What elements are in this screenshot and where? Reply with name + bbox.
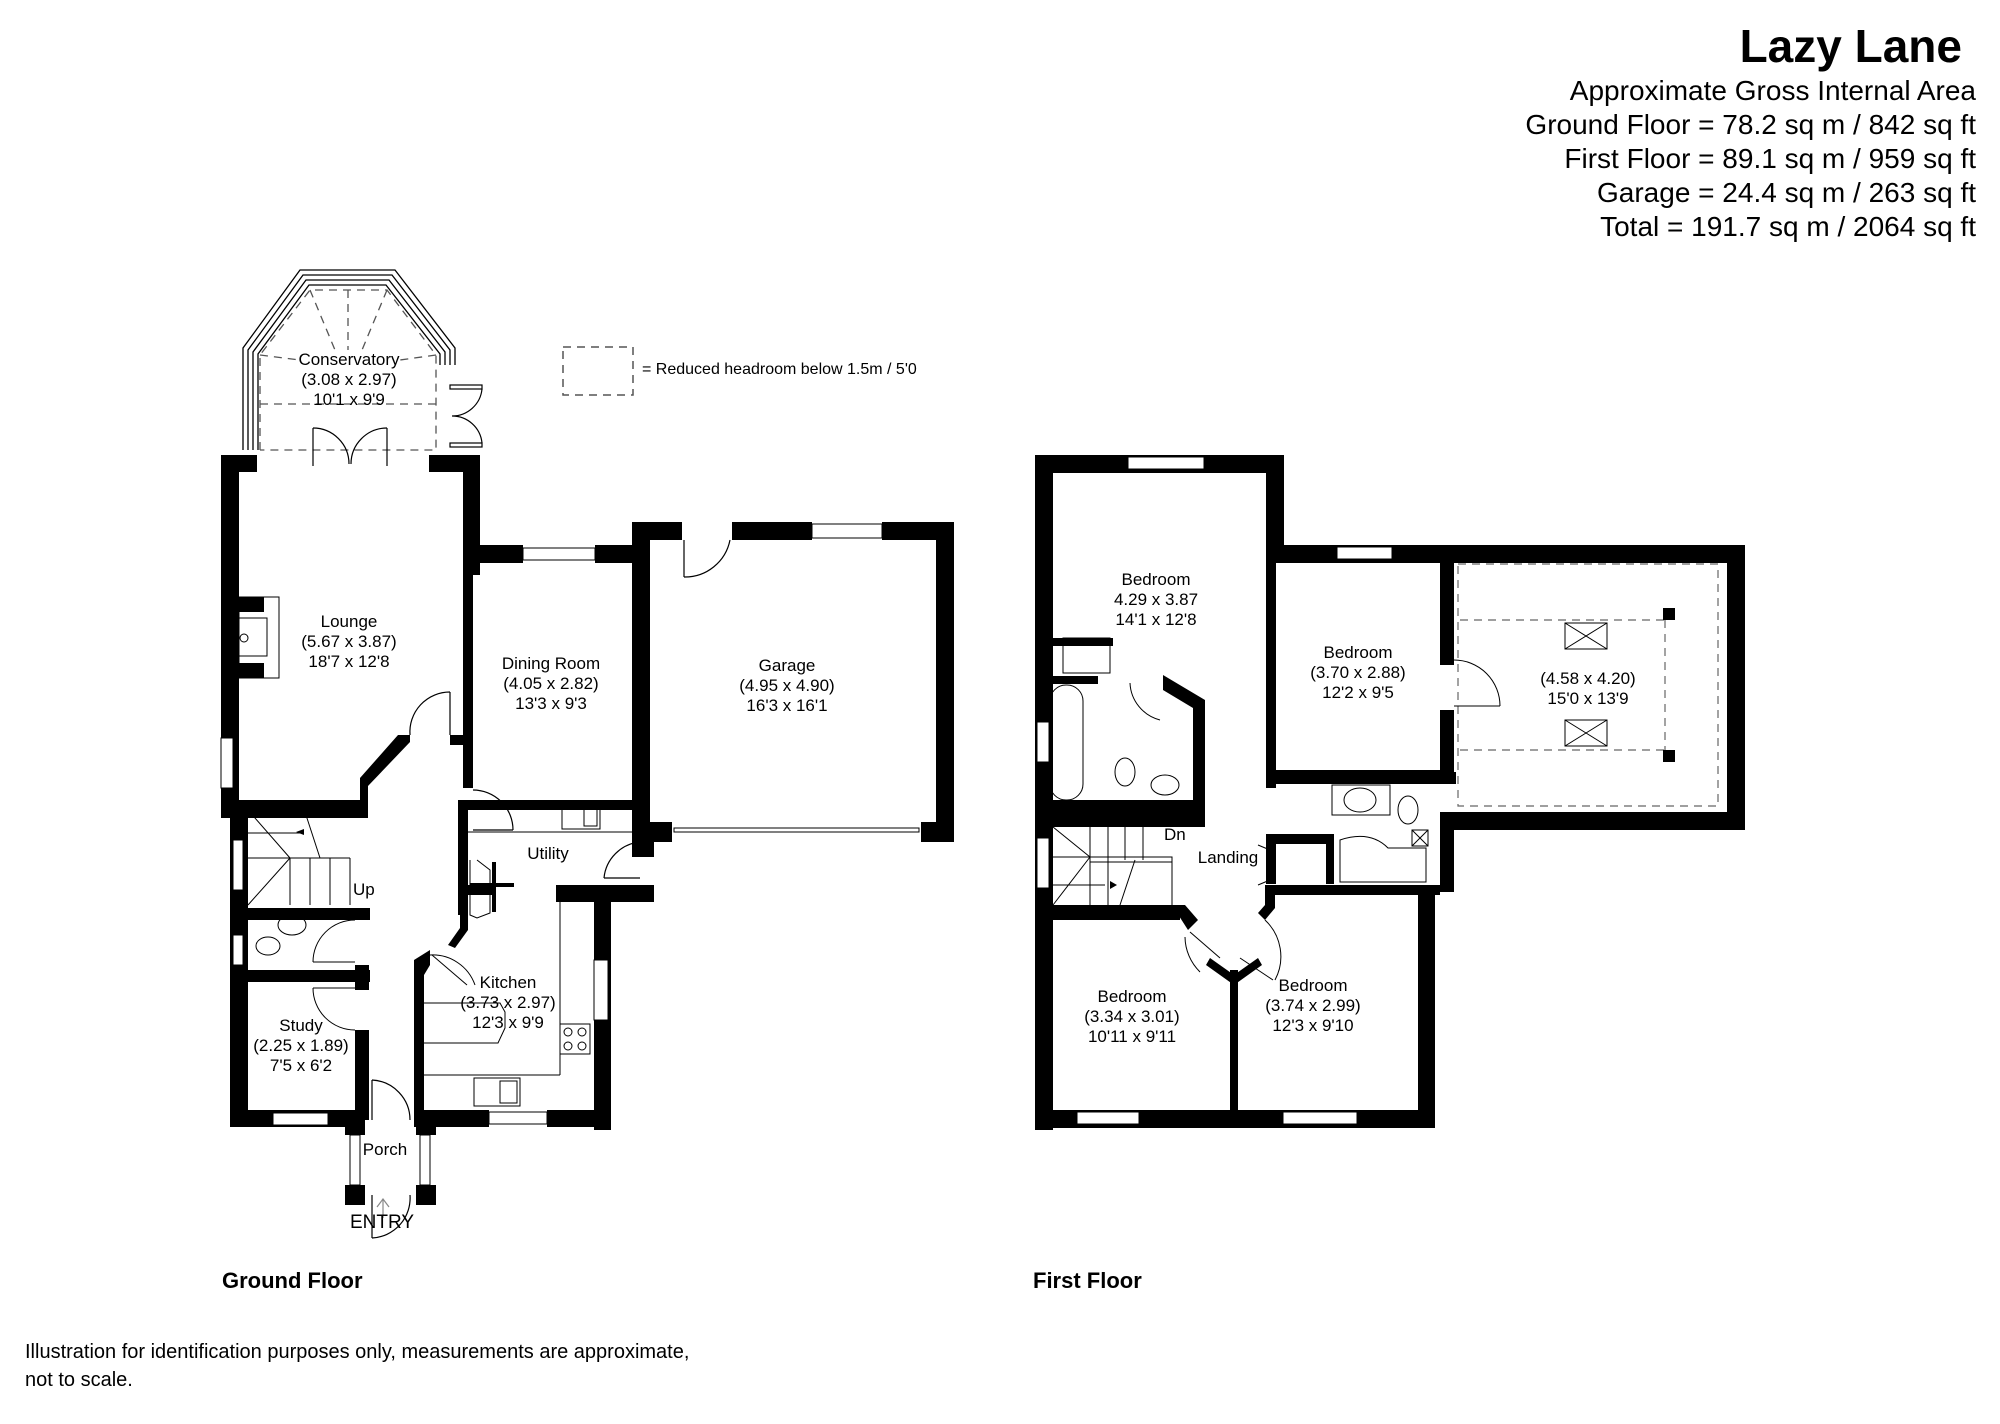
room-name: Bedroom [1121, 570, 1191, 589]
room-kitchen: Kitchen (3.73 x 2.97) 12'3 x 9'9 [460, 973, 555, 1033]
room-metric: (3.70 x 2.88) [1310, 663, 1406, 682]
disclaimer-line-1: Illustration for identification purposes… [25, 1341, 690, 1363]
legend-text: = Reduced headroom below 1.5m / 5'0 [642, 361, 917, 378]
room-loft: (4.58 x 4.20) 15'0 x 13'9 [1540, 669, 1635, 709]
room-name: Garage [758, 656, 816, 675]
room-metric: (4.95 x 4.90) [739, 676, 835, 695]
stairs-up-label: Up [353, 880, 375, 899]
room-metric: 4.29 x 3.87 [1113, 590, 1199, 609]
room-metric: (3.73 x 2.97) [460, 993, 556, 1012]
room-imperial: 10'11 x 9'11 [1087, 1027, 1177, 1046]
room-imperial: 12'3 x 9'9 [472, 1013, 544, 1032]
room-utility: Utility [527, 844, 569, 864]
room-landing: Landing [1198, 848, 1259, 868]
room-metric: (3.74 x 2.99) [1265, 996, 1361, 1015]
room-name: Porch [362, 1140, 408, 1159]
room-imperial: 7'5 x 6'2 [269, 1056, 333, 1075]
room-bedroom-3: Bedroom (3.34 x 3.01) 10'11 x 9'11 [1084, 987, 1179, 1047]
conservatory-side-door [449, 384, 483, 448]
room-metric: (4.05 x 2.82) [503, 674, 599, 693]
room-imperial: 15'0 x 13'9 [1547, 689, 1629, 708]
room-name: Landing [1197, 848, 1259, 867]
conservatory-reduced-headroom [259, 289, 437, 451]
room-bedroom-4: Bedroom (3.74 x 2.99) 12'3 x 9'10 [1265, 976, 1360, 1036]
room-imperial: 13'3 x 9'3 [515, 694, 587, 713]
header: Lazy Lane Approximate Gross Internal Are… [1525, 18, 1976, 244]
room-name: Utility [527, 844, 569, 863]
area-total: Total = 191.7 sq m / 2064 sq ft [1600, 211, 1976, 242]
room-imperial: 12'2 x 9'5 [1322, 683, 1394, 702]
room-lounge: Lounge (5.67 x 3.87) 18'7 x 12'8 [301, 612, 396, 672]
room-metric: (2.25 x 1.89) [253, 1036, 349, 1055]
first-floor-plan [1035, 455, 1745, 1130]
room-metric: (5.67 x 3.87) [301, 632, 397, 651]
room-name: Bedroom [1323, 643, 1393, 662]
disclaimer: Illustration for identification purposes… [25, 1338, 689, 1394]
room-name: Conservatory [298, 350, 400, 369]
disclaimer-line-2: not to scale. [25, 1369, 133, 1391]
area-first-floor: First Floor = 89.1 sq m / 959 sq ft [1564, 143, 1976, 174]
room-conservatory: Conservatory (3.08 x 2.97) 10'1 x 9'9 [298, 350, 399, 410]
first-floor-label: First Floor [1033, 1268, 1142, 1293]
property-title: Lazy Lane [1739, 20, 1962, 72]
room-name: Dining Room [501, 654, 601, 673]
room-imperial: 12'3 x 9'10 [1272, 1016, 1354, 1035]
conservatory-double-doors [312, 427, 388, 466]
room-name: Lounge [320, 612, 378, 631]
room-name: Bedroom [1278, 976, 1348, 995]
stairs-down-label: Dn [1164, 825, 1186, 844]
room-dining-room: Dining Room (4.05 x 2.82) 13'3 x 9'3 [502, 654, 600, 714]
room-metric: (3.08 x 2.97) [301, 370, 397, 389]
room-imperial: 10'1 x 9'9 [313, 390, 385, 409]
area-ground-floor: Ground Floor = 78.2 sq m / 842 sq ft [1525, 109, 1976, 140]
entry-label: ENTRY [350, 1212, 415, 1233]
room-imperial: 14'1 x 12'8 [1115, 610, 1197, 629]
room-metric: (3.34 x 3.01) [1084, 1007, 1180, 1026]
area-garage: Garage = 24.4 sq m / 263 sq ft [1597, 177, 1976, 208]
ground-floor-plan [220, 269, 954, 1239]
room-name: Study [279, 1016, 323, 1035]
conservatory-glazing [242, 269, 456, 450]
area-subtitle: Approximate Gross Internal Area [1569, 75, 1976, 106]
room-imperial: 16'3 x 16'1 [746, 696, 828, 715]
legend-dashed-box [562, 346, 634, 396]
room-bedroom-2: Bedroom (3.70 x 2.88) 12'2 x 9'5 [1310, 643, 1405, 703]
room-bedroom-1: Bedroom 4.29 x 3.87 14'1 x 12'8 [1114, 570, 1198, 630]
room-metric: (4.58 x 4.20) [1540, 669, 1636, 688]
room-study: Study (2.25 x 1.89) 7'5 x 6'2 [253, 1016, 348, 1076]
room-garage: Garage (4.95 x 4.90) 16'3 x 16'1 [739, 656, 834, 716]
room-name: Bedroom [1097, 987, 1167, 1006]
ground-floor-label: Ground Floor [222, 1268, 363, 1293]
room-porch: Porch [363, 1140, 407, 1160]
room-name: Kitchen [479, 973, 537, 992]
room-imperial: 18'7 x 12'8 [308, 652, 390, 671]
